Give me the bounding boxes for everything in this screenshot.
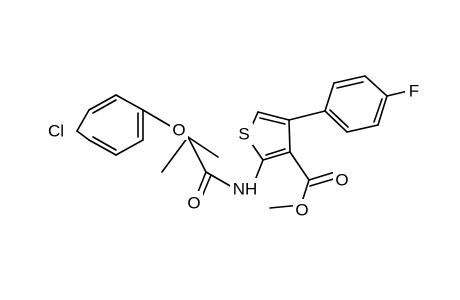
ether-oxygen-atom: O [170,118,188,140]
bond [161,136,189,173]
chlorine-label: Cl [48,122,64,141]
amine-nh-label: NH [233,180,258,199]
bond [257,111,290,121]
ester-oxygen-label: O [295,201,308,220]
bond [329,109,349,128]
bond [76,109,90,132]
bond [76,130,90,141]
bond [88,139,117,156]
bond [308,171,336,181]
bond [289,151,310,181]
bond [324,110,348,133]
bond [92,136,117,151]
bond [324,82,335,112]
bond [92,99,117,114]
sulfur-atom: S [235,123,253,145]
bond [142,109,173,128]
bond [288,119,291,153]
chlorine-atom: Cl [36,120,76,142]
bond [377,95,388,126]
bond [364,75,388,97]
bond [115,139,144,156]
sulfur-label: S [238,125,249,144]
fluorine-atom: F [405,80,423,102]
bond [373,98,383,123]
ester-oxygen-atom: O [293,199,311,221]
bond [88,94,117,111]
bond [205,171,233,188]
bond [259,117,286,125]
amide-oxygen-label: O [187,194,200,213]
bond [386,90,409,97]
amine-nh-atom: NH [230,178,260,200]
bond [346,124,379,133]
carbonyl-oxygen-label: O [335,171,348,190]
bond [187,136,207,173]
bond [336,81,364,89]
fluorine-label: F [409,82,419,101]
bond [333,75,366,84]
bond [288,110,326,121]
bond [262,151,291,161]
atom-labels: Cl O O NH S F O O [36,80,423,221]
bond [309,177,338,187]
amide-oxygen-atom: O [185,191,203,213]
bond [265,148,286,156]
ether-oxygen-label: O [172,121,185,140]
bond [115,94,144,111]
bond [187,136,219,158]
carbonyl-oxygen-atom: O [333,169,351,191]
